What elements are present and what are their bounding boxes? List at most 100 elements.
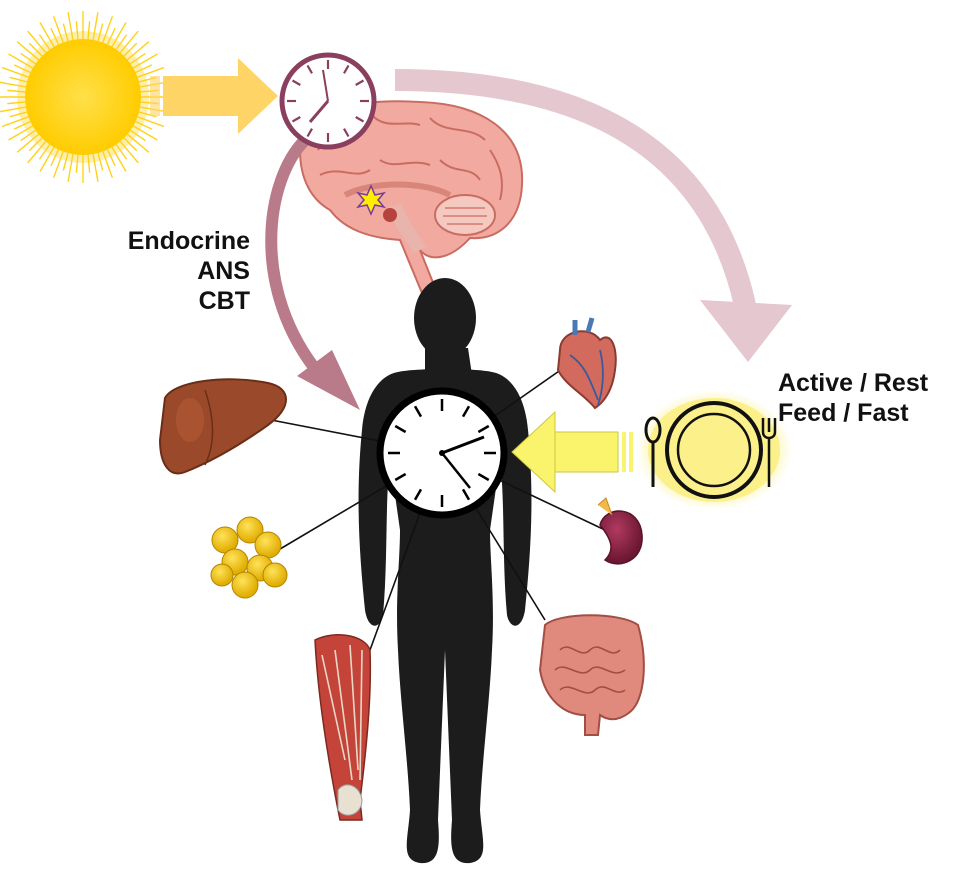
clock-tick [355,116,365,123]
adipose-icon [210,516,288,599]
master-clock-icon [279,52,377,150]
clock-tick [413,405,423,418]
clock-tick [413,488,423,501]
sun-ray [28,42,43,57]
sun-ray [92,153,99,182]
sun-ray [0,106,27,113]
sun-ray [9,111,28,118]
sun-ray [75,154,79,173]
sun-ray [38,144,51,160]
sun-ray [97,23,104,42]
clock-tick [394,472,407,482]
clock-tick [477,472,490,482]
active-rest-label: Active / Rest [778,369,929,397]
light-input-arrow [150,58,278,134]
sun-ray [102,151,114,179]
sun-ray [38,34,51,50]
sun-ray [130,52,146,65]
sun-ray [119,30,139,54]
behavior-labels: Active / Rest Feed / Fast [778,368,928,428]
sun-ray [20,52,36,65]
sun-ray [27,30,47,54]
sun-ray [9,76,28,83]
sun-ray [1,66,29,78]
sun-ray [123,137,138,152]
clock-tick [306,64,313,74]
ans-label: ANS [197,257,250,285]
clock-tick [461,488,471,501]
clock-tick [343,128,350,138]
kidney-icon [597,497,643,565]
sun-ray [13,64,31,74]
sun-ray [126,41,150,61]
sun-ray [106,27,116,45]
endocrine-label: Endocrine [127,227,250,255]
sun-ray [20,129,36,142]
heart-icon [556,317,617,410]
sun-ray [92,12,99,41]
sun-ray [102,15,114,43]
sun-ray [137,66,165,78]
sun-ray [67,12,74,41]
sun-ray [13,120,31,130]
sun-icon [0,11,169,183]
sun-ray [115,34,128,50]
sun-ray [87,21,91,40]
clock-tick [306,128,313,138]
sun-ray [50,27,60,45]
liver-icon [158,378,287,475]
sun-ray [52,151,64,179]
behavior-output-arrow [394,69,792,362]
sun-ray [132,53,158,69]
sun-ray [50,149,60,167]
sun-ray [27,140,47,164]
sun-ray [97,152,104,171]
sun-ray [0,81,27,88]
sun-ray [115,144,128,160]
sun-ray [62,23,69,42]
clock-tick [461,405,471,418]
sun-ray [137,116,165,128]
sun-ray [28,137,43,152]
muscle-icon [314,634,372,821]
sun-ray [135,64,153,74]
sun-ray [7,89,26,93]
sun-ray [111,22,127,48]
sun-ray [52,15,64,43]
clock-tick [291,116,301,123]
sun-ray [123,42,138,57]
sun-ray [16,41,40,61]
sun-ray [126,133,150,153]
endocrine-arrow [265,135,360,410]
sun-ray [8,53,34,69]
plate-fork-spoon-icon [636,390,792,510]
sun-ray [1,116,29,128]
sun-ray [132,125,158,141]
clock-tick [477,424,490,434]
clock-tick [343,64,350,74]
peripheral-clock-icon [376,387,508,519]
sun-ray [8,125,34,141]
human-silhouette-icon [358,278,532,864]
sun-ray [119,140,139,164]
clock-tick [394,424,407,434]
clock-tick [355,79,365,86]
sun-ray [39,146,55,172]
sun-ray [7,101,26,105]
feed-fast-label: Feed / Fast [778,399,909,427]
feeding-input-arrow [511,410,633,494]
sun-ray [106,149,116,167]
sun-ray [39,22,55,48]
pathway-labels: Endocrine ANS CBT [100,226,250,316]
sun-ray [87,154,91,173]
sun-ray [130,129,146,142]
clock-tick [291,79,301,86]
scn-star-icon [355,184,387,216]
sun-ray [62,152,69,171]
sun-ray [16,133,40,153]
cbt-label: CBT [198,287,250,315]
sun-ray [67,153,74,182]
sun-ray [135,120,153,130]
